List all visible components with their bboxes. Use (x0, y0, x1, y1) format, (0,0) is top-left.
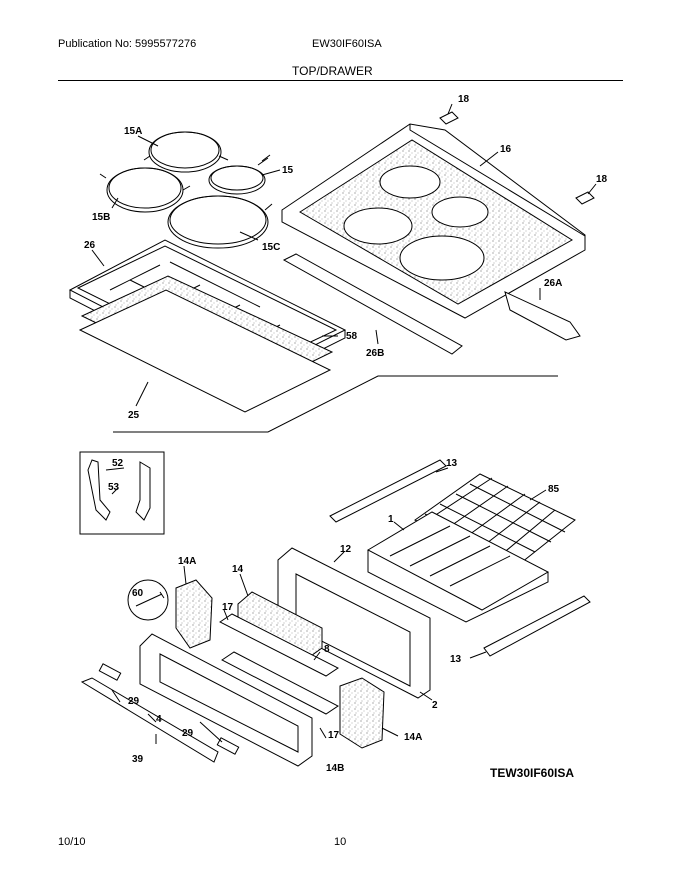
bracket-18-right (575, 191, 595, 205)
heat-shield (78, 289, 332, 413)
label-17-lower: 17 (328, 730, 340, 741)
label-17-upper: 17 (222, 602, 234, 613)
inset-box (79, 451, 165, 535)
label-13-upper: 13 (446, 458, 458, 469)
drawer-pan (366, 511, 550, 623)
bracket-18-top (439, 111, 459, 125)
header-rule (58, 80, 623, 81)
label-18-right: 18 (596, 174, 608, 185)
channel-17-upper (219, 613, 339, 677)
label-29-lower: 29 (182, 728, 194, 739)
element-15 (208, 154, 271, 195)
glass-cooktop (281, 123, 586, 319)
label-2: 2 (432, 700, 438, 711)
element-15C (167, 195, 273, 249)
label-25: 25 (128, 410, 140, 421)
publication-number: Publication No: 5995577276 (58, 38, 197, 50)
label-58: 58 (346, 331, 358, 342)
label-52: 52 (112, 458, 124, 469)
model-number: EW30IF60ISA (312, 38, 382, 50)
footer-date: 10/10 (58, 836, 86, 848)
outer-door (139, 633, 313, 767)
label-14A-lower: 14A (404, 732, 422, 743)
bracket-26A (504, 291, 581, 341)
label-14A-upper: 14A (178, 556, 196, 567)
label-18-top: 18 (458, 94, 470, 105)
handle-cap-lower (216, 737, 240, 755)
label-60: 60 (132, 588, 144, 599)
handle-cap-upper (98, 663, 122, 681)
page-number: 10 (334, 836, 347, 848)
label-8: 8 (324, 644, 330, 655)
label-12: 12 (340, 544, 352, 555)
label-15A: 15A (124, 126, 142, 137)
label-1: 1 (388, 514, 394, 525)
rack-support-right (135, 461, 151, 521)
label-53: 53 (108, 482, 120, 493)
element-15B (99, 167, 191, 213)
label-26B: 26B (366, 348, 384, 359)
section-title: TOP/DRAWER (292, 64, 373, 78)
label-26A: 26A (544, 278, 562, 289)
label-14B: 14B (326, 763, 344, 774)
label-15: 15 (282, 165, 294, 176)
figure-id: TEW30IF60ISA (490, 766, 575, 780)
section-divider (113, 375, 558, 433)
trim-26B (282, 253, 463, 355)
label-4: 4 (156, 714, 162, 725)
door-handle (80, 677, 219, 763)
label-15B: 15B (92, 212, 110, 223)
label-14: 14 (232, 564, 244, 575)
label-85: 85 (548, 484, 560, 495)
channel-8 (221, 651, 339, 715)
rack-support-left (87, 459, 111, 521)
label-26: 26 (84, 240, 96, 251)
label-39: 39 (132, 754, 144, 765)
label-29-upper: 29 (128, 696, 140, 707)
label-15C: 15C (262, 242, 280, 253)
element-15A (143, 131, 229, 173)
insulation-14A-lower (339, 677, 385, 749)
label-16: 16 (500, 144, 512, 155)
slide-13-lower (483, 595, 591, 657)
insulation-14A-upper (175, 579, 213, 649)
label-13-lower: 13 (450, 654, 462, 665)
slide-13-upper (329, 459, 447, 523)
